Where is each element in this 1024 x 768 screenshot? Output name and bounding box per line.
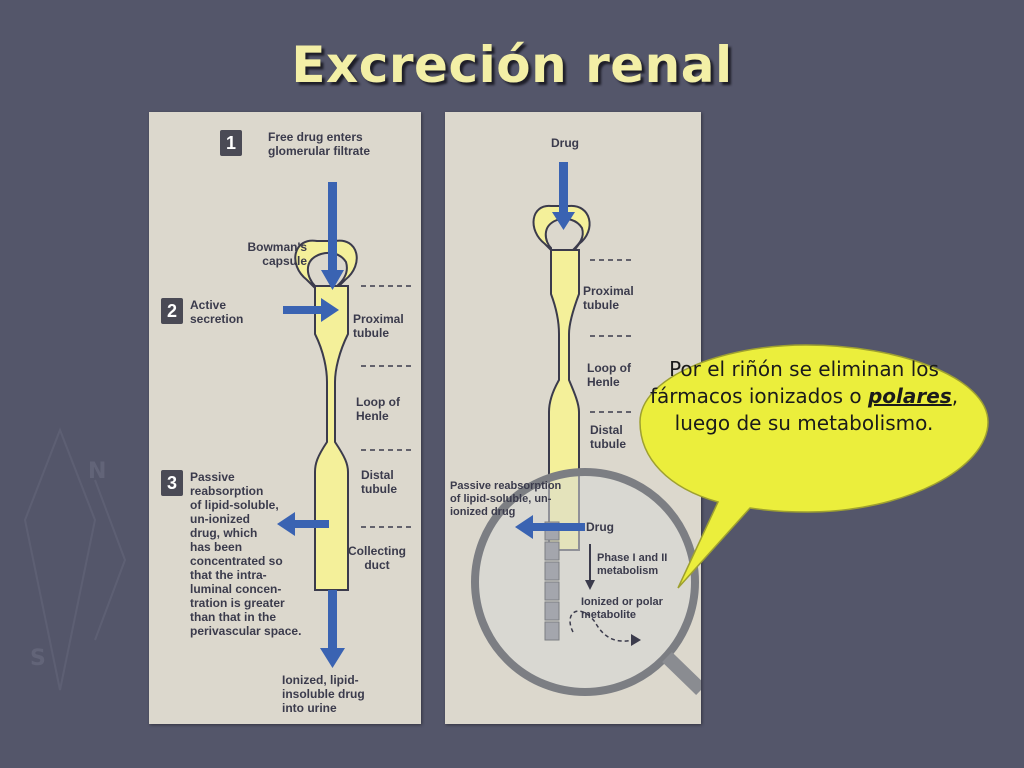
bowmans-capsule-label: Bowman's capsule [247, 240, 307, 268]
metabolite-dashed-arrow [569, 610, 634, 642]
proximal-tubule-label: Proximal tubule [353, 312, 404, 340]
svg-text:N: N [88, 459, 106, 484]
tubule-shape [314, 285, 349, 591]
drug-magnified-label: Drug [586, 520, 614, 534]
proximal-tubule-label: Proximal tubule [583, 284, 634, 312]
urine-arrow [320, 590, 345, 668]
callout-text: Por el riñón se eliminan los fármacos io… [636, 356, 972, 437]
loop-of-henle-label: Loop of Henle [587, 361, 631, 389]
metabolism-arrow [585, 544, 595, 590]
step-1-label: Free drug enters glomerular filtrate [268, 130, 371, 158]
reabsorption-arrow [277, 512, 329, 536]
callout-emphasis: polares [867, 384, 952, 408]
step-1-badge: 1 [220, 130, 242, 156]
secretion-arrow [283, 298, 339, 322]
drug-arrow [552, 162, 575, 230]
metabolite-label: Ionized or polar metabolite [581, 596, 663, 621]
callout-text-end: , luego de su metabolismo. [674, 384, 959, 435]
metabolism-label: Phase I and II metabolism [597, 552, 668, 577]
collecting-duct-label: Collecting duct [348, 544, 407, 572]
step-3-label: Passive reabsorption of lipid-soluble, u… [190, 470, 302, 638]
distal-tubule-label: Distal tubule [361, 468, 397, 496]
left-nephron-drawing [277, 182, 411, 668]
right-diagram-panel: Drug Proximal tubule Loop of Henle Dista… [445, 112, 701, 724]
loop-of-henle-label: Loop of Henle [356, 395, 400, 423]
step-2-label: Active secretion [190, 298, 244, 326]
filtrate-arrow [321, 182, 344, 290]
step-2-badge: 2 [161, 298, 183, 324]
distal-tubule-label: Distal tubule [590, 423, 626, 451]
svg-text:S: S [30, 646, 46, 671]
left-diagram-panel: 1 Free drug enters glomerular filtrate B… [149, 112, 421, 724]
capsule-shape [532, 204, 591, 255]
magnifier-handle [662, 651, 701, 696]
right-nephron-drawing [471, 162, 701, 696]
slide-title: Excreción renal [291, 36, 733, 94]
step-3-badge: 3 [161, 470, 183, 496]
passive-reabsorption-label: Passive reabsorption of lipid-soluble, u… [450, 480, 562, 518]
passive-reabsorption-arrow [515, 515, 585, 539]
drug-top-label: Drug [551, 136, 579, 150]
callout-text-start: Por el riñón se eliminan los fármacos io… [649, 357, 939, 408]
urine-output-label: Ionized, lipid- insoluble drug into urin… [282, 673, 365, 715]
